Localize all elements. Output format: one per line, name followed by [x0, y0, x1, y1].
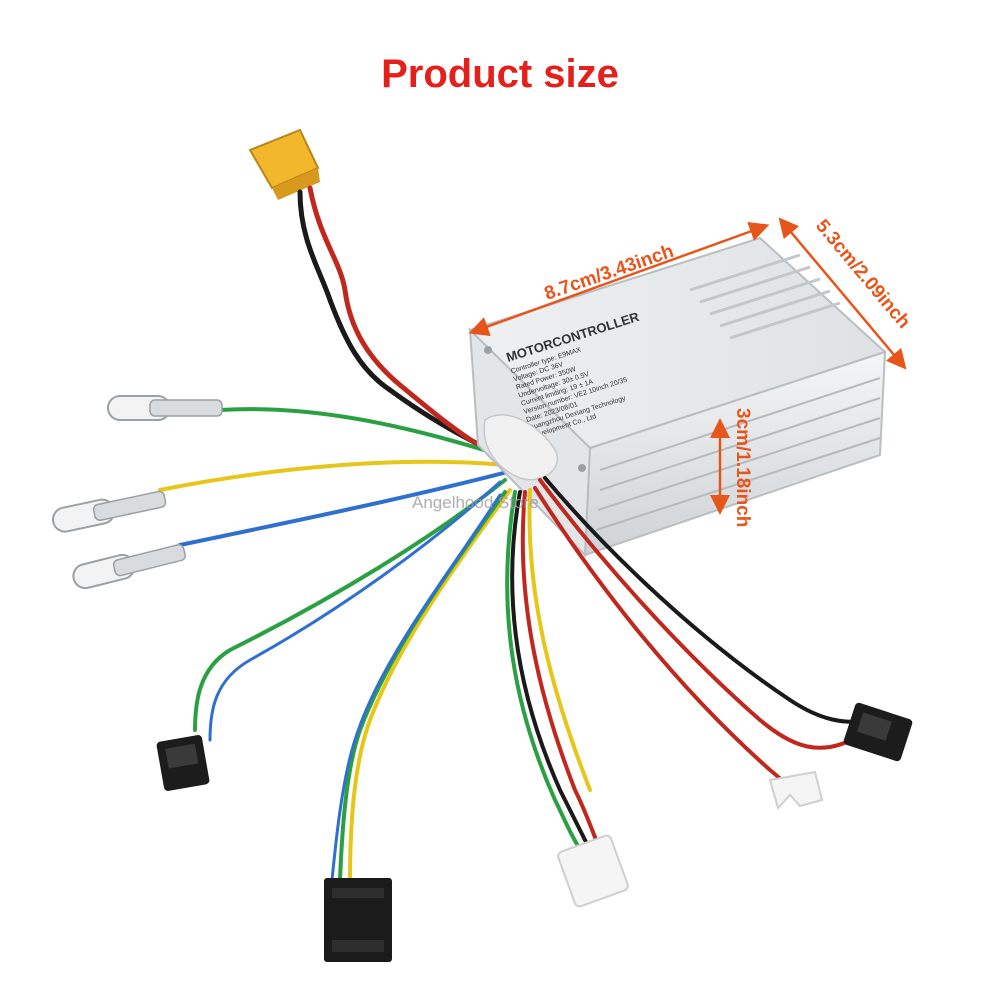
power-wires — [297, 185, 493, 455]
white-connector-small — [768, 770, 824, 810]
watermark: Angelhood Store — [412, 493, 539, 512]
bullet-connector-blue — [72, 544, 186, 590]
spec-label — [762, 51, 1000, 197]
dimension-height-label: 3cm/1.18inch — [732, 408, 753, 527]
sm-connector-right — [843, 702, 913, 762]
bullet-connector-yellow — [52, 490, 167, 533]
sm-connector-left — [156, 735, 210, 791]
xt60-connector — [248, 128, 320, 200]
lower-harness-wires — [193, 476, 872, 882]
hall-bullet-wires — [158, 407, 517, 547]
multi-pin-connector-black — [324, 878, 392, 962]
bullet-connector-green — [107, 395, 223, 421]
white-connector-large — [557, 834, 629, 908]
dimension-arrow-height: 3cm/1.18inch — [710, 408, 753, 527]
page-title: Product size — [381, 52, 619, 96]
cable-tape — [483, 414, 558, 481]
